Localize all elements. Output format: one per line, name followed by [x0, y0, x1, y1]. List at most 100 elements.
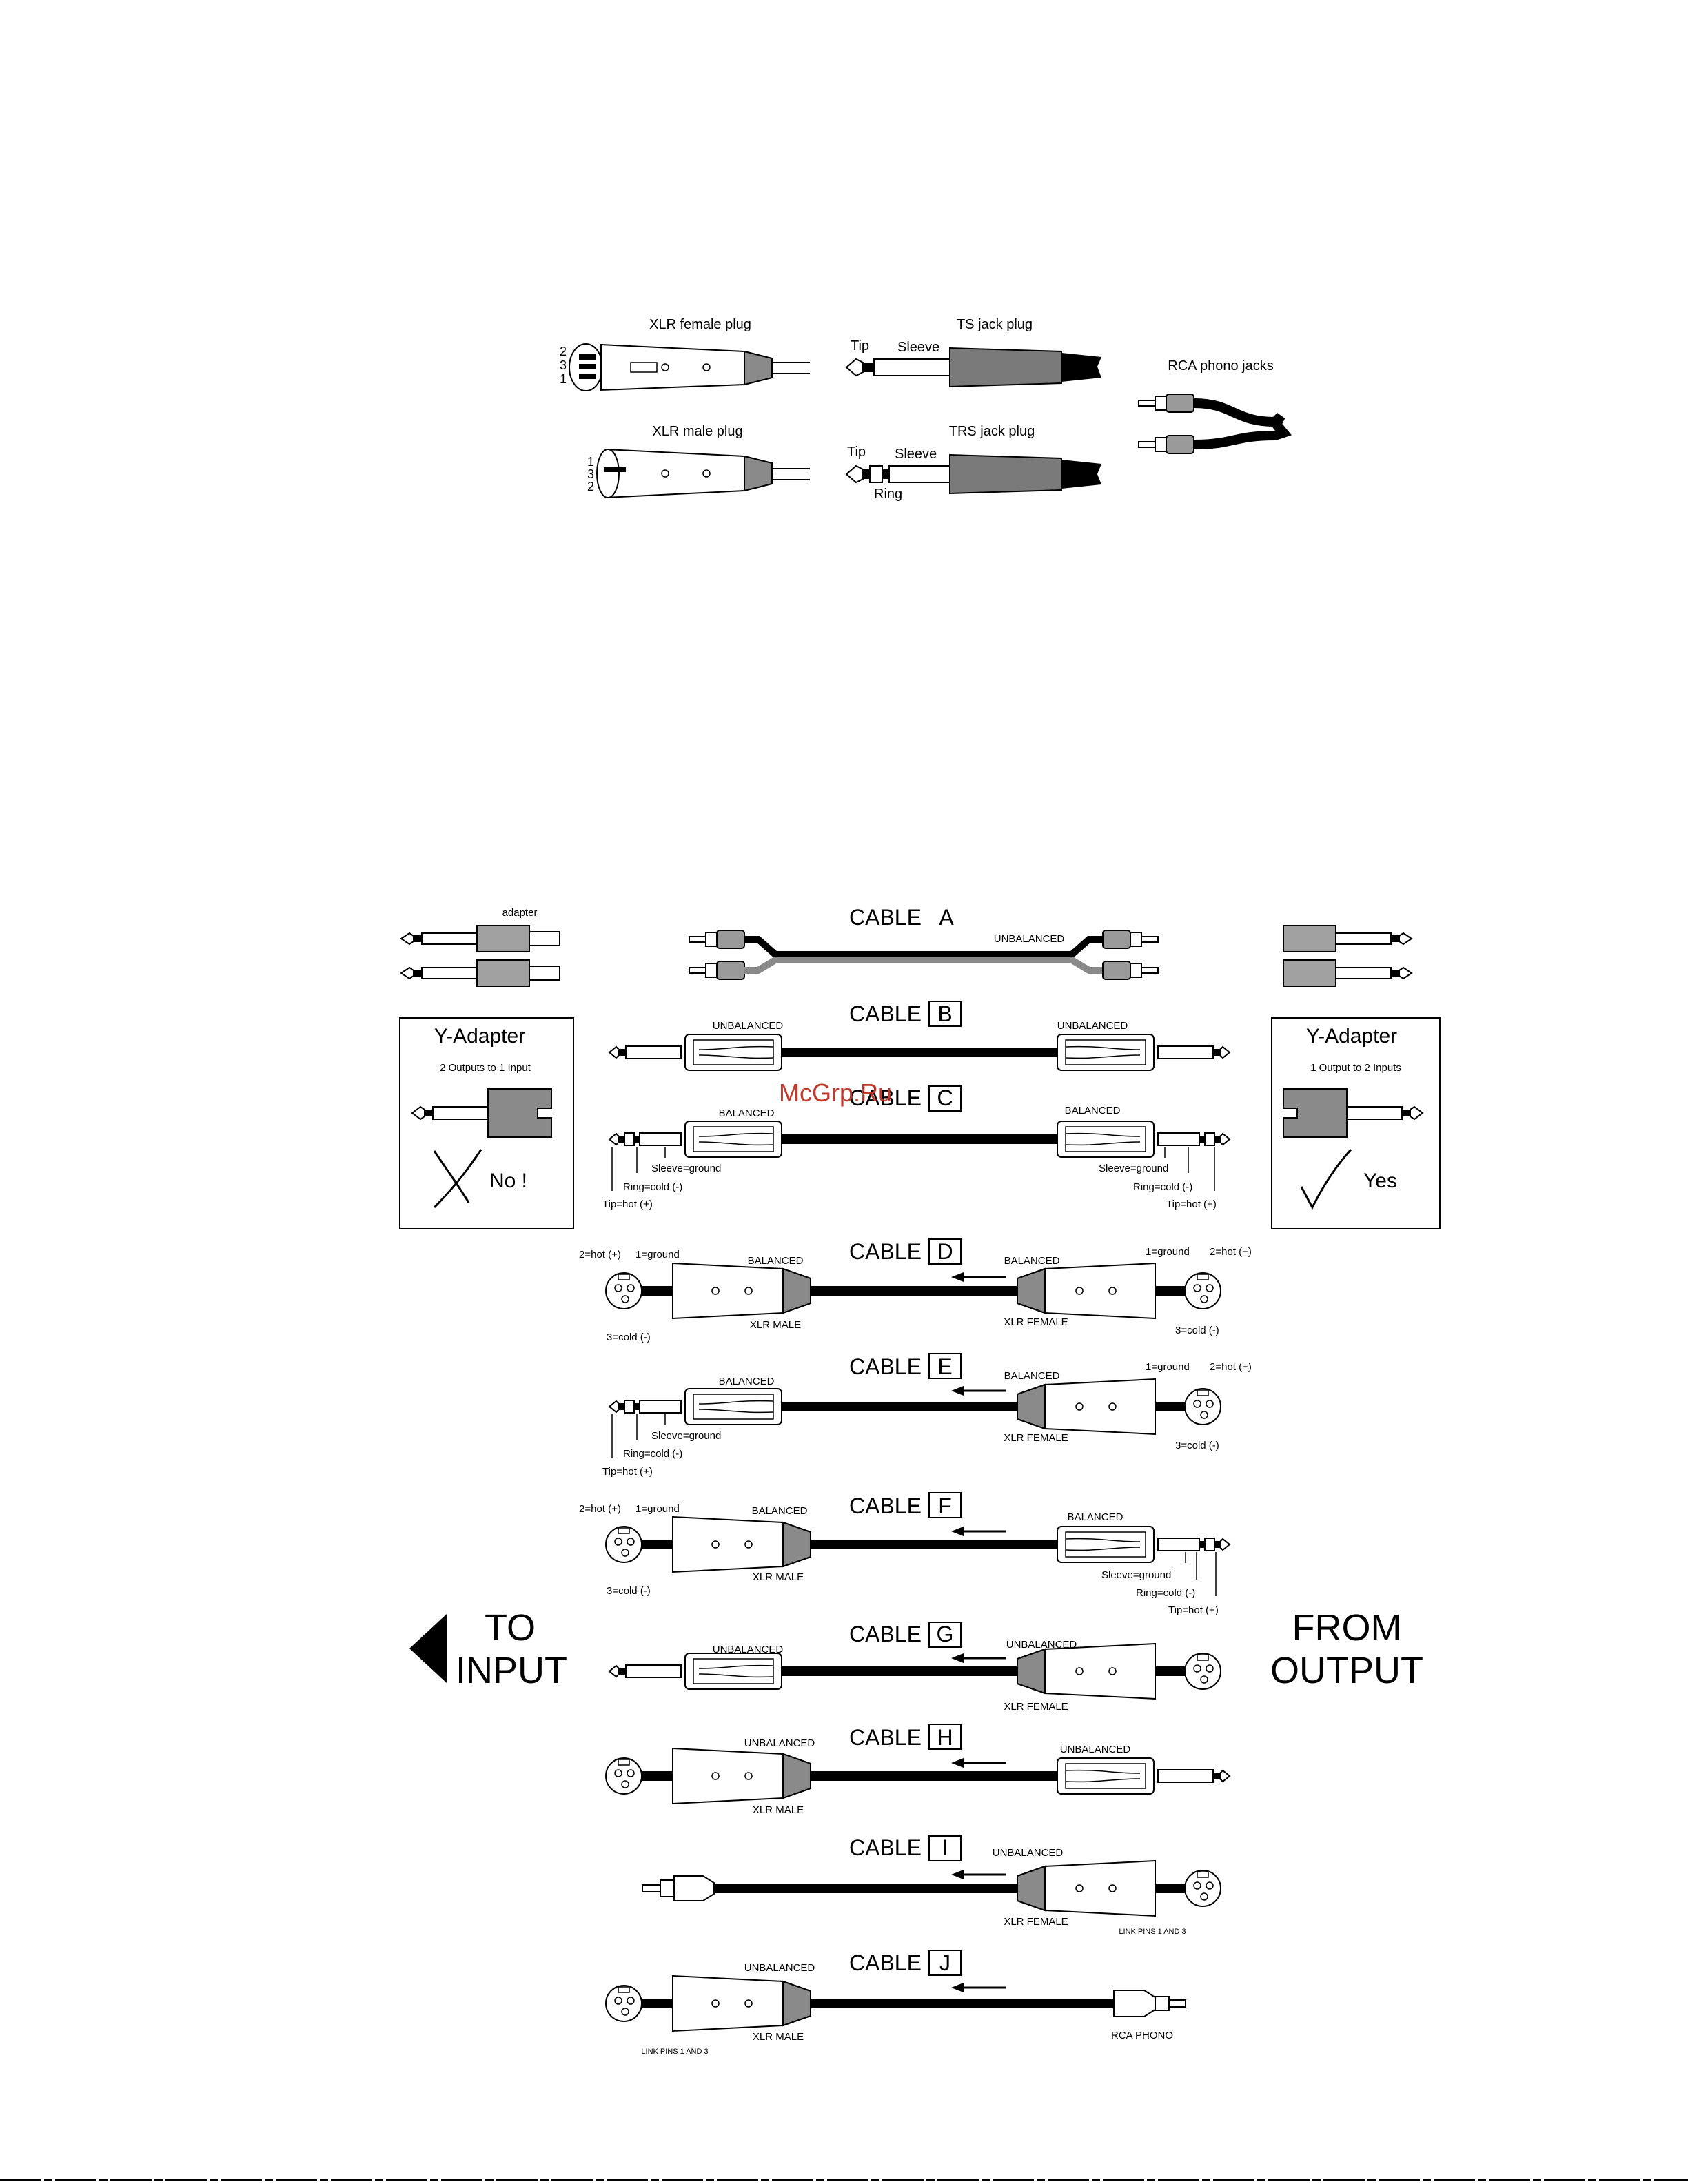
ts-jack-title: TS jack plug	[957, 317, 1033, 332]
rca-phono-jacks-icon: RCA phono jacks	[1138, 358, 1292, 454]
xlr-male-pin-c: 2	[587, 480, 594, 493]
cable-d-left-ground: 1=ground	[635, 1249, 680, 1261]
y-left-title: Y-Adapter	[434, 1025, 525, 1048]
y-right-title: Y-Adapter	[1306, 1025, 1397, 1048]
trs-jack-plug-icon: TRS jack plug Tip Sleeve Ring	[845, 424, 1101, 502]
cable-b-letter: B	[937, 1001, 952, 1026]
cable-e-right-cold: 3=cold (-)	[1175, 1440, 1219, 1451]
to-input-label: TO INPUT	[409, 1607, 567, 1691]
cable-f-left-hot: 2=hot (+)	[579, 1503, 621, 1515]
xlr-female-title: XLR female plug	[649, 317, 751, 332]
cable-j-letter: J	[939, 1950, 950, 1975]
cable-a-unbalanced: UNBALANCED	[994, 933, 1065, 945]
cable-c-letter: C	[937, 1085, 953, 1110]
cable-d-right-type: XLR FEMALE	[1004, 1316, 1068, 1328]
trs-ring-label: Ring	[874, 487, 902, 502]
cable-f-word: CABLE	[849, 1493, 922, 1518]
cable-b-left-label: UNBALANCED	[713, 1020, 784, 1032]
cable-e-letter: E	[937, 1354, 952, 1379]
to-input-line1: TO	[485, 1607, 536, 1649]
cable-c-left-sleeve: Sleeve=ground	[651, 1163, 721, 1174]
y-right-verdict: Yes	[1363, 1170, 1397, 1192]
cable-j-left-type: XLR MALE	[753, 2031, 804, 2043]
trs-sleeve-label: Sleeve	[895, 447, 937, 462]
cable-g-word: CABLE	[849, 1622, 922, 1646]
cable-g-letter: G	[937, 1622, 954, 1646]
from-output-line1: FROM	[1292, 1607, 1402, 1649]
cable-d-right-ground: 1=ground	[1146, 1246, 1190, 1258]
adapter-right	[1283, 925, 1413, 987]
cable-e-right-ground: 1=ground	[1146, 1361, 1190, 1373]
cable-a-letter: A	[939, 905, 954, 930]
cable-c-right-label: BALANCED	[1065, 1105, 1121, 1116]
cable-c-left-ring: Ring=cold (-)	[623, 1181, 682, 1193]
cable-g-right-type: XLR FEMALE	[1004, 1701, 1068, 1713]
cable-d-left-type: XLR MALE	[750, 1319, 801, 1331]
cable-f-left-type: XLR MALE	[753, 1571, 804, 1583]
cable-g: CABLE G UNBALANCED UNBALANCED XLR FEMALE	[609, 1622, 1221, 1713]
y-left-verdict: No !	[489, 1170, 527, 1192]
cable-d-word: CABLE	[849, 1239, 922, 1264]
cable-d-right-label: BALANCED	[1004, 1255, 1060, 1267]
cable-c-right-sleeve: Sleeve=ground	[1099, 1163, 1168, 1174]
cable-d-right-hot: 2=hot (+)	[1210, 1246, 1252, 1258]
cable-d-arrow-icon	[951, 1272, 964, 1282]
y-right-subtitle: 1 Output to 2 Inputs	[1310, 1062, 1401, 1074]
cable-c-right-ring: Ring=cold (-)	[1133, 1181, 1192, 1193]
y-left-subtitle: 2 Outputs to 1 Input	[440, 1062, 531, 1074]
cable-d-left-label: BALANCED	[748, 1255, 804, 1267]
from-output-line2: OUTPUT	[1270, 1650, 1423, 1691]
connector-legend: XLR female plug 2 3 1 XLR male plug 1 3 …	[560, 317, 1292, 502]
ts-tip-label: Tip	[851, 338, 869, 354]
cable-j-arrow-icon	[951, 1983, 964, 1992]
ts-sleeve-label: Sleeve	[897, 340, 939, 355]
cable-h-word: CABLE	[849, 1725, 922, 1750]
cable-i-link-note: LINK PINS 1 AND 3	[1119, 1928, 1186, 1936]
cable-h-arrow-icon	[951, 1758, 964, 1768]
cable-j: CABLE J UNBALANCED XLR MALE RCA PHONO LI…	[605, 1950, 1186, 2056]
cable-i-letter: I	[942, 1835, 948, 1860]
cross-icon	[433, 1149, 482, 1209]
cable-f: CABLE F BALANCED BALANCED 2=hot (+) 1=gr…	[579, 1492, 1230, 1616]
cable-h-left-label: UNBALANCED	[744, 1737, 815, 1749]
xlr-male-plug-icon: XLR male plug 1 3 2	[587, 424, 810, 499]
adapter-label: adapter	[502, 907, 538, 919]
cable-i-arrow-icon	[951, 1870, 964, 1879]
cable-j-left-label: UNBALANCED	[744, 1962, 815, 1974]
cable-f-arrow-icon	[951, 1527, 964, 1536]
cable-e: CABLE E BALANCED BALANCED 1=ground 2=hot…	[602, 1353, 1252, 1478]
check-icon	[1300, 1148, 1352, 1210]
y-adapter-yes-box: Y-Adapter 1 Output to 2 Inputs Yes	[1271, 1017, 1441, 1229]
left-arrow-icon	[409, 1614, 447, 1683]
cable-e-arrow-icon	[951, 1386, 964, 1396]
cable-h-letter: H	[937, 1725, 953, 1750]
cable-c: CABLE C McGrp.Ru BALANCED BALANCED Sleev…	[602, 1079, 1230, 1210]
cable-j-link-note: LINK PINS 1 AND 3	[641, 2048, 708, 2056]
cable-b-right-label: UNBALANCED	[1057, 1020, 1128, 1032]
to-input-line2: INPUT	[456, 1650, 567, 1691]
cable-e-right-type: XLR FEMALE	[1004, 1432, 1068, 1444]
from-output-label: FROM OUTPUT	[1270, 1607, 1423, 1691]
cable-b-word: CABLE	[849, 1001, 922, 1026]
cable-d: CABLE D BALANCED BALANCED 2=hot (+) 1=gr…	[579, 1238, 1252, 1343]
cable-f-letter: F	[938, 1493, 952, 1518]
cable-e-right-hot: 2=hot (+)	[1210, 1361, 1252, 1373]
cable-e-left-label: BALANCED	[719, 1376, 775, 1387]
cable-c-left-label: BALANCED	[719, 1108, 775, 1119]
cable-i: CABLE I UNBALANCED XLR FEMALE LINK PINS …	[642, 1835, 1221, 1936]
ts-jack-plug-icon: TS jack plug Tip Sleeve	[845, 317, 1101, 388]
cable-i-word: CABLE	[849, 1835, 922, 1860]
xlr-female-pin-a: 2	[560, 345, 567, 358]
cable-e-left-sleeve: Sleeve=ground	[651, 1430, 721, 1442]
cable-f-right-tip: Tip=hot (+)	[1168, 1604, 1219, 1616]
cable-g-arrow-icon	[951, 1653, 964, 1663]
cable-g-left-label: UNBALANCED	[713, 1644, 784, 1655]
y-adapter-right-icon	[1283, 1088, 1424, 1138]
cable-j-rca-plug-icon	[1113, 1990, 1186, 2017]
cable-d-letter: D	[937, 1239, 953, 1264]
cable-c-right-tip: Tip=hot (+)	[1166, 1198, 1217, 1210]
cable-f-right-label: BALANCED	[1068, 1511, 1123, 1523]
cable-e-right-label: BALANCED	[1004, 1370, 1060, 1382]
cable-f-left-label: BALANCED	[752, 1505, 808, 1517]
